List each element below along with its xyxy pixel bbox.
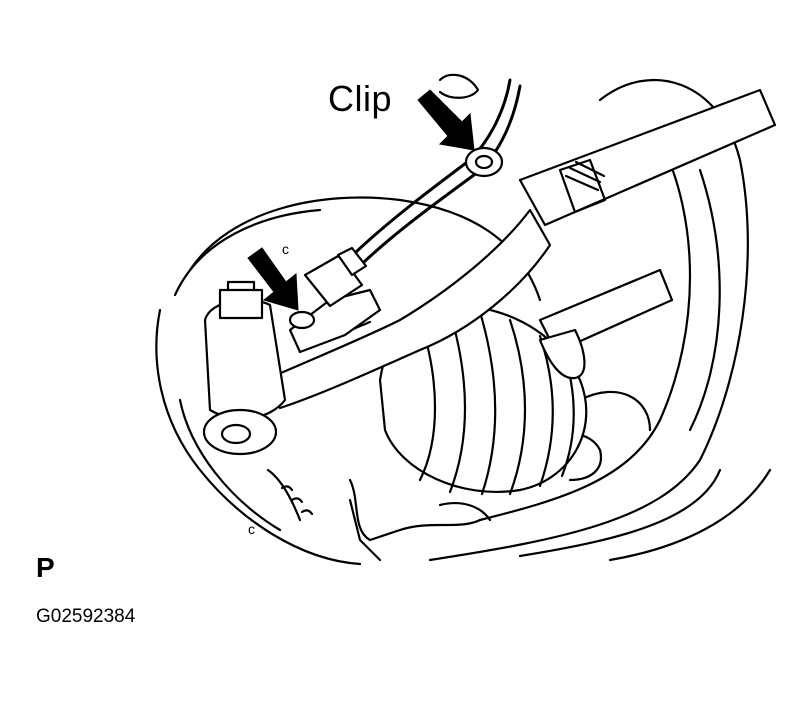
harness-clip [464, 146, 504, 178]
view-letter: P [36, 552, 55, 583]
bolt-arrow: c [247, 241, 299, 311]
svg-text:c: c [248, 521, 255, 537]
drive-shaft [538, 268, 674, 380]
brake-backing-plate: c [155, 196, 542, 566]
svg-text:c: c [282, 241, 289, 257]
speed-sensor [288, 246, 382, 354]
clip-label: Clip [328, 78, 393, 119]
clip-arrow [417, 89, 475, 151]
figure-code: G02592384 [36, 606, 136, 627]
tie-rod [518, 88, 777, 227]
fender-panel [428, 78, 772, 562]
ball-joint [202, 280, 287, 456]
